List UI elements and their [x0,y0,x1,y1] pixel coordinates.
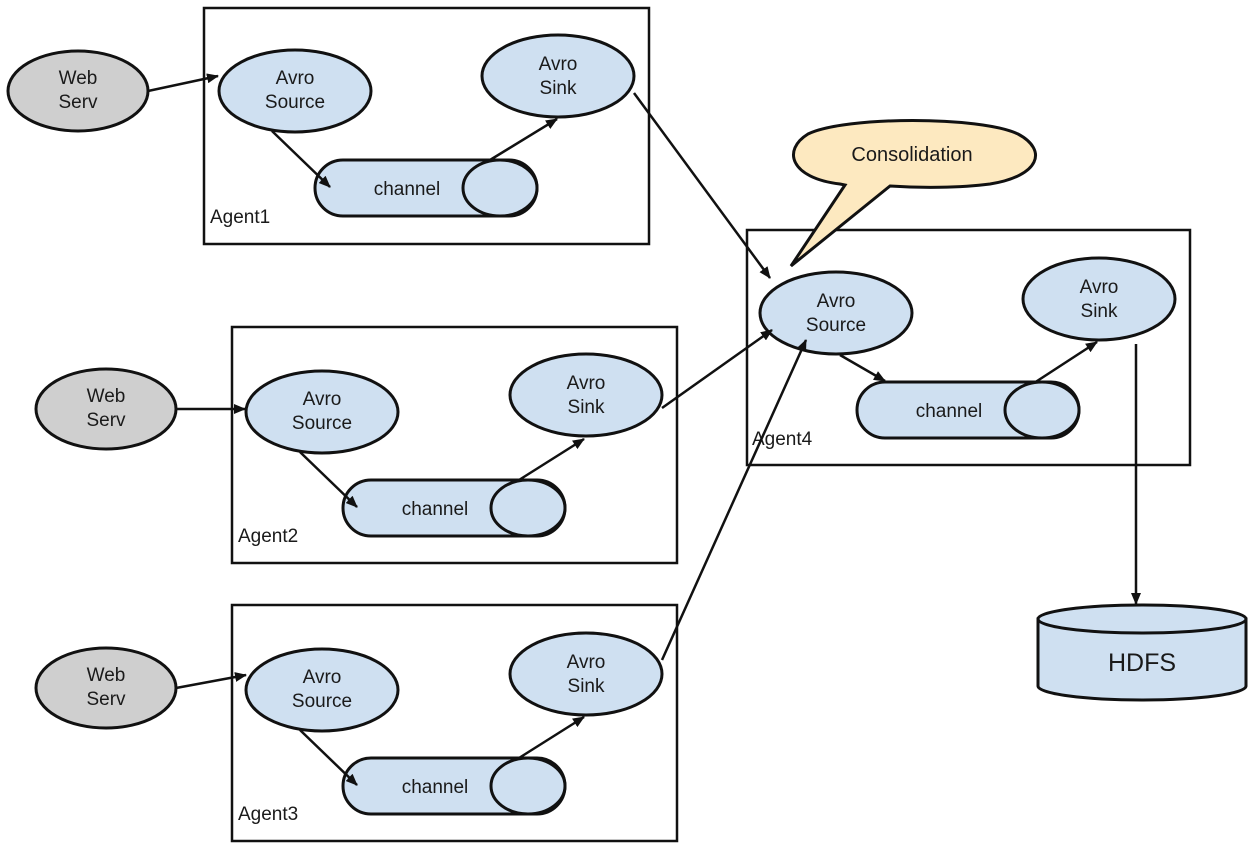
svg-text:Source: Source [806,315,866,336]
svg-text:Sink: Sink [568,397,605,418]
agent4-label: Agent4 [752,429,813,450]
svg-text:Serv: Serv [58,92,98,113]
svg-text:Avro: Avro [1080,277,1119,298]
agent4-channel: channel [855,380,1081,440]
agent1-avro-source: Avro Source [217,48,373,134]
agent1-source-to-channel-arrow [271,130,331,188]
svg-text:Avro: Avro [567,652,606,673]
svg-text:Serv: Serv [86,410,126,431]
agent2-avro-source: Avro Source [244,369,400,455]
svg-text:Web: Web [87,665,126,686]
consolidation-callout: Consolidation [789,119,1037,268]
agent3-box [230,603,679,843]
agent4-channel-to-sink-arrow [1033,340,1098,385]
agent1-label: Agent1 [210,207,270,228]
agent1-box [202,6,651,246]
agent1: Agent1 Avro Source Avro Sink channel [202,6,651,246]
hdfs-label: HDFS [1108,649,1176,677]
svg-text:Avro: Avro [567,373,606,394]
svg-text:Source: Source [292,413,352,434]
agent2-source-to-channel-arrow [299,451,358,508]
svg-text:Sink: Sink [1081,301,1118,322]
agent1-channel: channel [313,158,539,218]
hdfs-storage: HDFS [1036,603,1248,702]
agent2-channel: channel [341,478,567,538]
agent2-label: Agent2 [238,526,298,547]
agent3-source-to-channel-arrow [299,729,358,786]
agent4-avro-sink: Avro Sink [1021,256,1177,342]
svg-text:Sink: Sink [568,676,605,697]
agent3-avro-source: Avro Source [244,647,400,733]
agent1-sink-to-agent4-arrow [632,92,772,279]
svg-text:Source: Source [292,691,352,712]
agent3-channel-to-sink-arrow [518,715,585,760]
web-serv-2: Web Serv [34,367,178,451]
web-serv-3-arrow [175,672,247,690]
agent1-avro-sink: Avro Sink [480,33,636,119]
svg-text:Sink: Sink [540,78,577,99]
agent2-avro-sink: Avro Sink [508,352,664,438]
svg-text:Avro: Avro [303,389,342,410]
svg-text:Serv: Serv [86,689,126,710]
web-serv-3: Web Serv [34,646,178,730]
agent2: Agent2 Avro Source Avro Sink channel [230,325,679,565]
svg-text:Web: Web [87,386,126,407]
web-serv-1-arrow [147,73,219,93]
svg-text:channel: channel [402,777,469,798]
svg-text:channel: channel [374,179,441,200]
agent2-box [230,325,679,565]
agent4-avro-source: Avro Source [758,270,914,356]
web-serv-1: Web Serv [6,49,150,133]
agent4-source-to-channel-arrow [839,353,886,383]
agent3-channel: channel [341,756,567,816]
agent2-channel-to-sink-arrow [518,437,585,482]
consolidation-label: Consolidation [851,144,972,166]
agent4: Agent4 Avro Source Avro Sink channel [745,228,1192,467]
svg-text:Avro: Avro [539,54,578,75]
svg-text:channel: channel [402,499,469,520]
svg-text:Source: Source [265,92,325,113]
agent3-avro-sink: Avro Sink [508,631,664,717]
svg-text:channel: channel [916,401,983,422]
agent3-label: Agent3 [238,804,298,825]
agent1-channel-to-sink-arrow [489,117,558,162]
svg-text:Avro: Avro [817,291,856,312]
agent3: Agent3 Avro Source Avro Sink channel [230,603,679,843]
svg-text:Web: Web [59,68,98,89]
svg-text:Avro: Avro [303,667,342,688]
svg-text:Avro: Avro [276,68,315,89]
agent3-sink-to-agent4-arrow [660,339,808,661]
agent2-sink-to-agent4-arrow [661,328,773,410]
